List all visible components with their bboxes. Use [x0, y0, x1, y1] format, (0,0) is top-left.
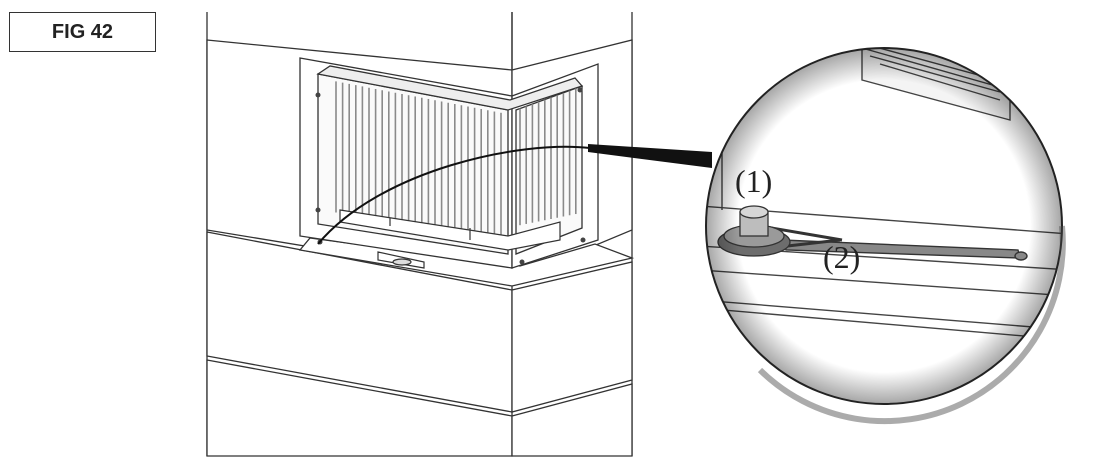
callout-part-1: (1)	[735, 163, 772, 199]
door-screws	[315, 87, 586, 265]
figure-label: FIG 42	[9, 12, 156, 52]
door-handle	[377, 251, 425, 269]
firebox-fins-left	[335, 81, 502, 236]
leader-band	[588, 144, 712, 168]
magnified-detail	[705, 47, 1066, 425]
callout-part-2: (2)	[823, 239, 860, 275]
firebox-fins-right	[519, 88, 577, 226]
